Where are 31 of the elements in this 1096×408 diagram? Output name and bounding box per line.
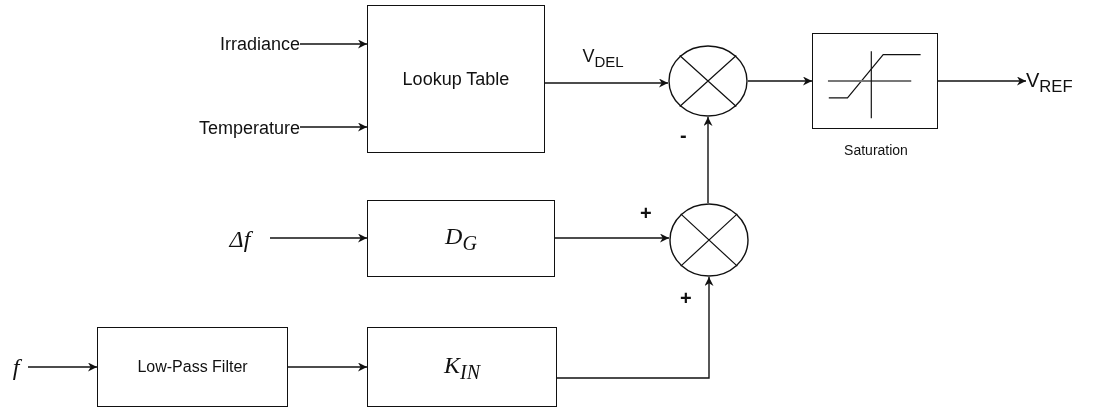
signal-label: V$_{REF}$ xyxy=(1026,70,1073,96)
arrow xyxy=(544,78,669,88)
arrow xyxy=(937,76,1027,86)
arrow xyxy=(554,233,670,243)
signal-label: Δf xyxy=(229,227,251,251)
gain-block xyxy=(367,327,557,407)
edge-label: V$_{DEL}$ xyxy=(582,47,624,69)
lookup-table-block xyxy=(367,5,545,153)
filter-block xyxy=(97,327,288,407)
block-label: K$_{IN}$ xyxy=(444,352,480,382)
signal-label: Irradiance xyxy=(219,35,300,53)
sign-label: + xyxy=(640,203,652,223)
block-label: Low-Pass Filter xyxy=(137,359,248,375)
arrow xyxy=(556,276,714,379)
arrow xyxy=(299,39,368,49)
arrow xyxy=(703,116,713,204)
gain-block xyxy=(367,200,555,277)
multiplier-circle xyxy=(668,45,748,117)
signal-label: Temperature xyxy=(198,119,300,137)
arrow xyxy=(287,362,368,372)
signal-label: f xyxy=(12,355,20,379)
arrow xyxy=(269,233,368,243)
arrow xyxy=(747,76,813,86)
sign-label: - xyxy=(680,125,687,145)
block-caption: Saturation xyxy=(843,142,909,158)
arrow xyxy=(27,362,98,372)
block-label: Lookup Table xyxy=(402,70,510,88)
sign-label: + xyxy=(680,288,692,308)
block-label: D$_{G}$ xyxy=(445,224,477,253)
multiplier-circle xyxy=(669,203,749,277)
arrow xyxy=(299,122,368,132)
